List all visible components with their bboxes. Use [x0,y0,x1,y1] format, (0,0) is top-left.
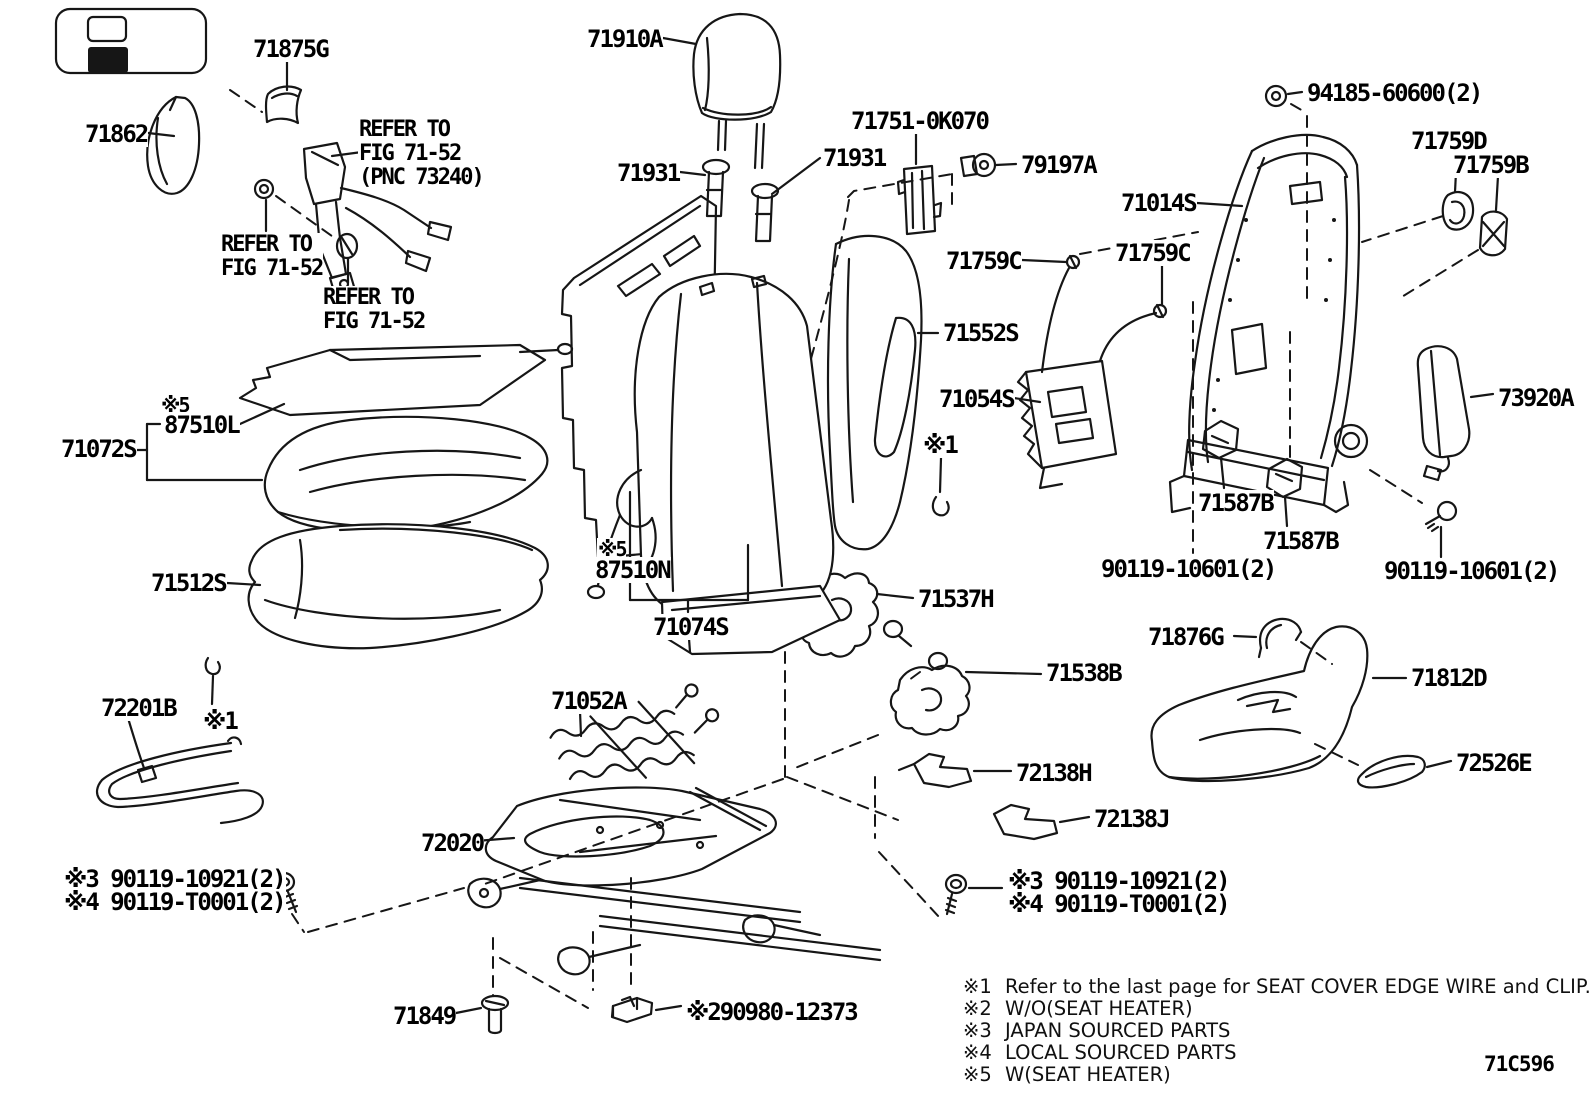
filled-swatch-icon [88,47,128,73]
footnote-2-text: W/O(SEAT HEATER) [1005,997,1193,1020]
part-label-71014s: 71014S [1120,189,1198,217]
part-label-90119-10601-left: 90119-10601(2) [1100,555,1277,583]
part-label-72526e: 72526E [1455,749,1533,777]
bolt-note-right-3: ※3 90119-10921(2) [1007,867,1231,895]
hinge-cover-lower-drawing [789,651,1043,771]
screw-79197A-drawing [959,152,1018,178]
track-brackets-drawing [897,752,1091,841]
headrest-side-shield-drawing [146,89,263,195]
ref-marker-5-upper: ※5 [160,393,191,417]
footnote-1-marker: ※1 [963,975,992,998]
headrest-drawing [661,12,782,170]
part-label-71931-right: 71931 [822,144,887,172]
part-label-71849: 71849 [392,1002,457,1030]
cushion-shield-drawing [1150,625,1408,782]
lumbar-wire-clips-drawing [1020,254,1168,319]
part-label-71759c-right: 71759C [1114,239,1192,267]
seatback-cover-drawing [586,272,842,656]
footnote-3-marker: ※3 [963,1019,992,1042]
seat-track-drawing [467,651,899,1009]
part-label-72138j: 72138J [1093,805,1171,833]
part-label-90980-12373: ※290980-12373 [685,998,859,1026]
ref-marker-1-right: ※1 [922,431,959,459]
part-label-71537h: 71537H [917,585,995,613]
part-label-71875g: 71875G [252,35,330,63]
footnote-3: ※3 JAPAN SOURCED PARTS [963,1019,1230,1042]
track-screw-clip-drawing [454,994,683,1035]
footnote-5: ※5 W(SEAT HEATER) [963,1063,1171,1086]
refer-note-pnc: REFER TO FIG 71-52 (PNC 73240) [358,117,485,191]
part-label-94185-60600: 94185-60600(2) [1306,79,1483,107]
part-label-73920a: 73920A [1497,384,1575,412]
refer-note-b: REFER TO FIG 71-52 [322,285,426,335]
part-label-71552s: 71552S [942,319,1020,347]
outline-swatch-icon [86,15,128,43]
shield-cap-drawing [1232,617,1333,665]
nut-94185-drawing [1264,84,1308,299]
part-label-72201b: 72201B [100,694,178,722]
footnote-2-marker: ※2 [963,997,992,1020]
seat-spring-drawing [549,683,720,781]
part-label-71759b: 71759B [1452,151,1530,179]
edge-wire-drawing [96,656,264,825]
ref-marker-5-lower: ※5 [597,537,628,561]
bolt-note-left-4: ※4 90119-T0001(2) [63,888,287,916]
legend-box [54,7,208,75]
edge-wire-hook-right-drawing [931,456,950,517]
frame-clips-drawing [1361,150,1509,299]
part-label-71910a: 71910A [586,25,664,53]
footnote-3-text: JAPAN SOURCED PARTS [1005,1019,1231,1042]
part-label-71759d: 71759D [1410,127,1488,155]
recliner-covers-drawing [1201,419,1458,559]
part-label-71812d: 71812D [1410,664,1488,692]
belt-buckle-drawing [253,141,453,297]
footnote-5-marker: ※5 [963,1063,992,1086]
footnote-1: ※1 Refer to the last page for SEAT COVER … [963,975,1591,998]
part-label-71587b-upper: 71587B [1197,489,1275,517]
lumbar-support-drawing [1012,266,1158,490]
seatback-bracket-drawing [800,132,953,397]
footnote-5-text: W(SEAT HEATER) [1005,1063,1171,1086]
part-label-90119-10601-right: 90119-10601(2) [1383,557,1560,585]
part-label-71759c-left: 71759C [945,247,1023,275]
part-label-71876g: 71876G [1147,623,1225,651]
part-label-71931-left: 71931 [616,159,681,187]
ref-marker-1-left: ※1 [202,707,239,735]
footnote-2: ※2 W/O(SEAT HEATER) [963,997,1193,1020]
headrest-pad-drawing [264,60,303,125]
part-label-71512s: 71512S [150,569,228,597]
bolt-note-right-4: ※4 90119-T0001(2) [1007,890,1231,918]
cushion-stack-drawing [132,342,574,650]
part-label-79197a: 79197A [1020,151,1098,179]
part-label-71072s: 71072S [60,435,138,463]
part-label-71074s: 71074S [652,613,730,641]
part-label-71538b: 71538B [1045,659,1123,687]
part-label-71751-0k070: 71751-0K070 [850,107,990,135]
footnote-4: ※4 LOCAL SOURCED PARTS [963,1041,1237,1064]
part-label-71052a: 71052A [550,687,628,715]
shield-wedge-drawing [1356,754,1453,789]
diagram-code: 71C596 [1484,1052,1555,1076]
headrest-supports-drawing [678,156,822,243]
footnote-1-text: Refer to the last page for SEAT COVER ED… [1005,975,1591,998]
part-label-87510n: 87510N [594,556,672,584]
part-label-87510l: 87510L [163,411,241,439]
part-label-71054s: 71054S [938,385,1016,413]
part-label-72020: 72020 [420,829,485,857]
footnote-4-marker: ※4 [963,1041,992,1064]
refer-note-a: REFER TO FIG 71-52 [220,232,324,282]
footnote-4-text: LOCAL SOURCED PARTS [1005,1041,1237,1064]
part-label-71862: 71862 [84,120,149,148]
bolt-note-left-3: ※3 90119-10921(2) [63,865,287,893]
part-label-71587b-lower: 71587B [1262,527,1340,555]
seatback-rear-shell-drawing [826,234,940,551]
side-airbag-drawing [1416,345,1495,482]
part-label-72138h: 72138H [1015,759,1093,787]
